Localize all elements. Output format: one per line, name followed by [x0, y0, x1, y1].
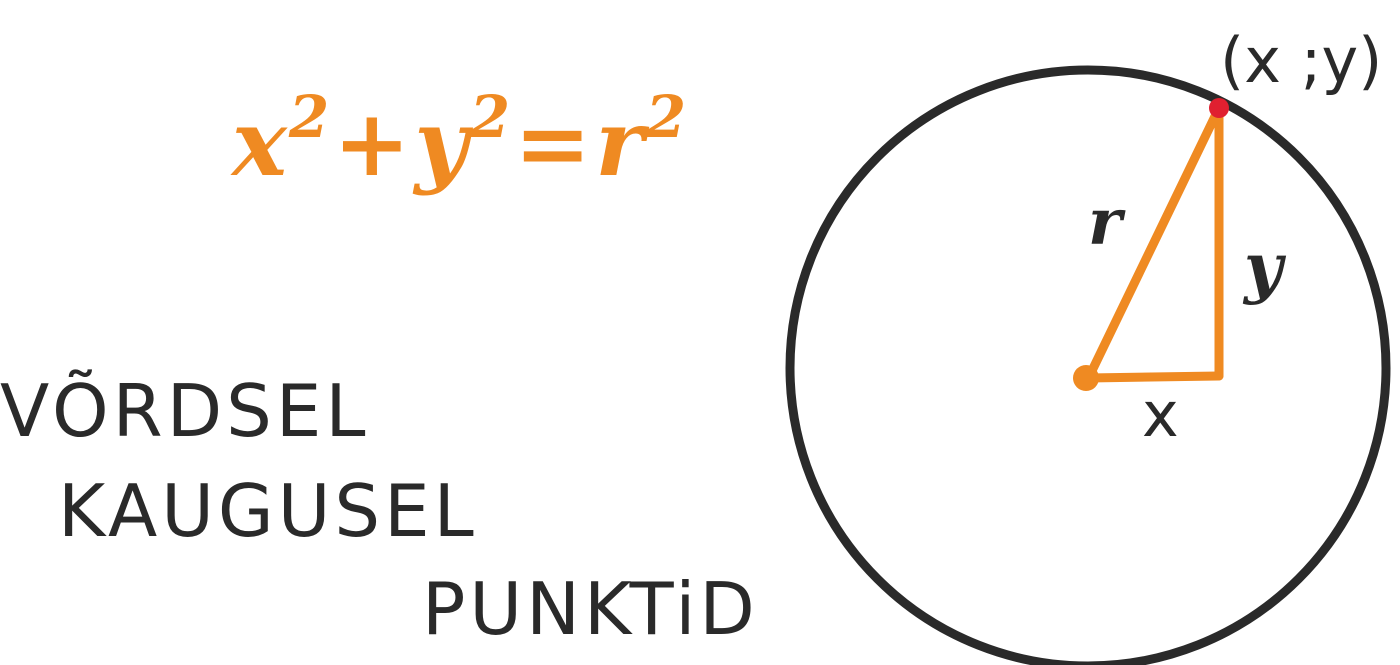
horizontal-leg-label: x [1142, 378, 1179, 451]
circle-equation: x2+y2=r2 [232, 88, 686, 189]
center-point [1073, 365, 1099, 391]
equation-equals: = [514, 89, 592, 197]
equation-y: y [414, 89, 468, 197]
caption-line-punktid: PUNKTiD [422, 567, 759, 651]
equation-r-exponent: 2 [645, 83, 687, 151]
equation-x-exponent: 2 [288, 83, 330, 151]
vertical-leg-label: y [1242, 228, 1287, 306]
equation-x: x [232, 89, 287, 197]
equation-r: r [595, 89, 644, 197]
equation-plus: + [333, 89, 411, 197]
horizontal-leg-line [1083, 371, 1224, 383]
radius-label: r [1088, 185, 1126, 260]
radius-line [1083, 103, 1224, 384]
caption-line-vordsel: VÕRDSEL [0, 369, 370, 453]
equation-y-exponent: 2 [469, 83, 511, 151]
caption-line-kaugusel: KAUGUSEL [58, 469, 478, 553]
circle-point [1209, 98, 1229, 118]
circle-outline [785, 65, 1391, 665]
point-coordinates-label: (x ;y) [1220, 24, 1382, 97]
